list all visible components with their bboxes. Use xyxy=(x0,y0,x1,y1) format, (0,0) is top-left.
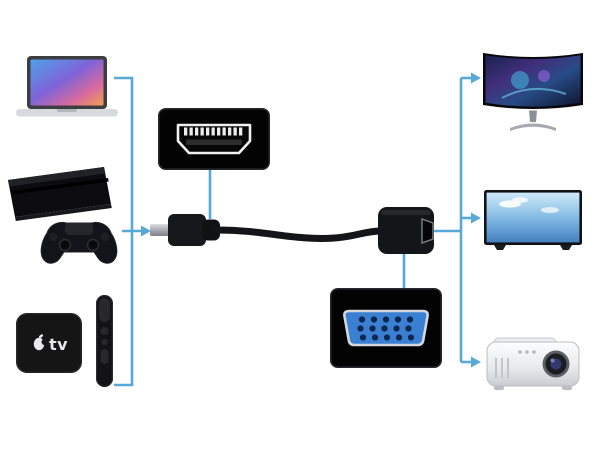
hdmi-vga-adapter-image xyxy=(146,198,438,264)
apple-tv-box: tv xyxy=(16,313,82,373)
playstation-console-image xyxy=(8,160,126,270)
apple-tv-remote xyxy=(95,294,113,388)
vga-port-inset xyxy=(330,288,442,368)
arrow-right-icon xyxy=(141,225,151,237)
curved-monitor-image xyxy=(482,48,584,136)
vga-port-icon xyxy=(343,309,429,347)
tv-legs xyxy=(494,245,572,250)
right-bracket-line xyxy=(434,78,463,362)
vga-output-port xyxy=(421,218,434,244)
monitor-stand xyxy=(510,110,556,131)
television-image xyxy=(484,190,582,254)
hdmi-plug xyxy=(150,214,220,246)
tv-screen-clouds xyxy=(499,197,559,213)
laptop-image xyxy=(16,55,118,127)
ps4-controller xyxy=(40,221,118,264)
arrow-right-icon xyxy=(471,72,481,84)
adapter-body xyxy=(378,207,434,254)
laptop-base xyxy=(16,109,118,117)
projector-feet xyxy=(494,386,572,390)
arrow-right-icon xyxy=(471,212,481,224)
hdmi-port-icon xyxy=(176,123,252,155)
laptop-notch xyxy=(57,109,77,112)
arrow-right-icon xyxy=(471,356,481,368)
projector-lens xyxy=(542,350,570,378)
ps4-console xyxy=(8,167,112,221)
apple-logo-icon xyxy=(33,334,48,351)
apple-tv-image: tv xyxy=(16,293,118,389)
projector-vents xyxy=(495,358,509,378)
projector-buttons xyxy=(518,350,536,354)
tv-screen xyxy=(486,192,580,243)
hdmi-port-inset xyxy=(158,108,270,170)
apple-tv-logo-text: tv xyxy=(49,335,68,354)
laptop-screen xyxy=(30,59,104,106)
monitor-screen xyxy=(485,55,581,107)
adapter-cable xyxy=(214,226,384,243)
projector-image xyxy=(486,330,580,394)
monitor-screen-art xyxy=(501,70,567,99)
